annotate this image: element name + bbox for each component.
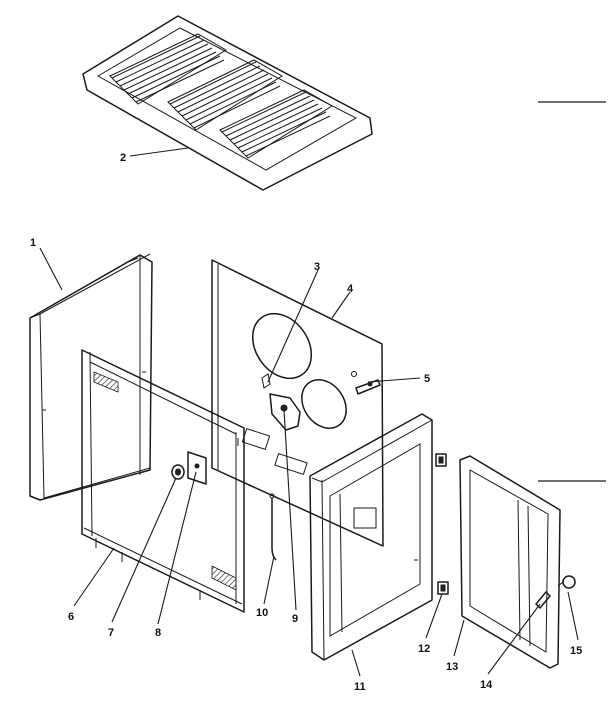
callout-13: 13 <box>446 661 458 673</box>
front-frame-part <box>309 413 433 661</box>
grille-louvers-middle <box>167 59 283 131</box>
grille-louvers-left <box>109 33 227 105</box>
callout-6: 6 <box>68 611 74 623</box>
leader-5 <box>367 377 421 383</box>
callout-8: 8 <box>155 627 161 639</box>
leader-13 <box>453 619 465 657</box>
leader-6 <box>73 547 115 607</box>
leader-4 <box>331 291 351 319</box>
top-grille-part <box>82 15 373 191</box>
callout-14: 14 <box>480 679 493 691</box>
clip-part-upper <box>435 453 447 467</box>
callout-12: 12 <box>418 643 430 655</box>
door-knob-part <box>557 575 576 589</box>
back-panel-opening-upper <box>251 312 313 380</box>
leader-3 <box>267 269 319 383</box>
leader-1 <box>39 247 63 291</box>
callout-1: 1 <box>30 237 36 249</box>
bracket-part <box>261 373 301 431</box>
back-panel-opening-lower <box>301 379 347 429</box>
callout-3: 3 <box>314 261 320 273</box>
leader-15 <box>567 591 579 641</box>
door-part <box>459 455 561 669</box>
callout-4: 4 <box>347 283 354 295</box>
callout-10: 10 <box>256 607 268 619</box>
callout-11: 11 <box>354 681 366 693</box>
left-side-panel-part <box>29 253 153 501</box>
back-panel-part <box>211 259 384 547</box>
front-left-panel-part <box>81 349 245 613</box>
callout-9: 9 <box>292 613 298 625</box>
leader-10 <box>263 555 275 605</box>
callout-7: 7 <box>108 627 114 639</box>
knob-part <box>171 464 185 480</box>
leader-8 <box>157 471 197 625</box>
leader-11 <box>351 649 361 677</box>
leader-2 <box>129 147 189 157</box>
clip-part-lower <box>437 581 449 595</box>
callout-labels: 1 2 3 4 5 6 7 8 9 10 11 12 13 14 15 <box>30 152 582 693</box>
latch-part <box>535 591 551 609</box>
wire-part <box>269 493 277 561</box>
leader-12 <box>425 593 443 639</box>
leader-9 <box>283 409 297 611</box>
leader-14 <box>487 603 541 675</box>
grille-louvers-right <box>219 89 333 159</box>
leader-lines <box>39 147 579 677</box>
fitting-part <box>355 379 381 395</box>
callout-2: 2 <box>120 152 126 164</box>
callout-5: 5 <box>424 373 430 385</box>
leader-7 <box>111 477 177 623</box>
mounting-plate-part <box>187 451 207 485</box>
callout-15: 15 <box>570 645 582 657</box>
